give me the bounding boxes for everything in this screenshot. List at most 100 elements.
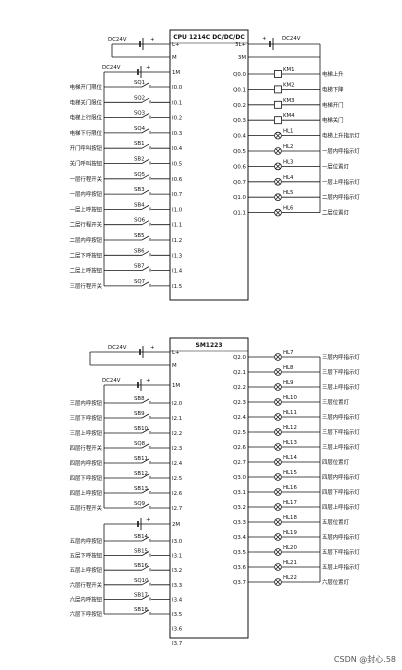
sm-g2-switch-1-blade bbox=[141, 551, 150, 556]
sm-g1-input-label: 五层行程开关 bbox=[70, 504, 103, 512]
sm-input1-voltage: DC24V bbox=[102, 378, 121, 384]
sm-terminal-2m: 2M bbox=[172, 522, 180, 528]
cpu-switch-4-blade bbox=[141, 143, 150, 149]
sm-g1-switch-3-blade bbox=[141, 443, 150, 449]
sm-top-voltage-label: DC24V bbox=[108, 345, 127, 351]
sm-g1-switch-5-blade bbox=[141, 473, 150, 479]
sm-g2-input-addr: I3.1 bbox=[172, 554, 182, 560]
cpu-output-device: HL4 bbox=[283, 175, 294, 181]
sm-g1-input-label: 四层内呼按钮 bbox=[70, 459, 103, 467]
sm-output-addr: Q2.3 bbox=[233, 400, 246, 406]
sm-g2-input-device: SB15 bbox=[134, 549, 148, 555]
cpu-output-addr: Q0.1 bbox=[233, 87, 246, 93]
sm-g2-input-label: 五层内呼按钮 bbox=[70, 537, 103, 545]
sm-top-terminal-lplus: L+ bbox=[172, 350, 180, 356]
sm-lamp-12-x2 bbox=[275, 534, 281, 540]
cpu-switch-7-blade bbox=[141, 189, 150, 195]
sm-lamp-15-x2 bbox=[275, 579, 281, 585]
sm-lamp-8 bbox=[274, 473, 282, 481]
cpu-output-device: KM1 bbox=[283, 67, 295, 73]
sm-output-device: HL19 bbox=[283, 530, 297, 536]
cpu-output-addr: Q0.5 bbox=[233, 149, 246, 155]
sm-lamp-6 bbox=[274, 443, 282, 451]
cpu-input-device: SQ5 bbox=[134, 172, 145, 178]
cpu-title: CPU 1214C DC/DC/DC bbox=[173, 34, 245, 41]
sm-output-label: 五层上呼指示灯 bbox=[322, 563, 360, 571]
cpu-output-device: HL6 bbox=[283, 206, 294, 212]
cpu-output-device: HL2 bbox=[283, 144, 294, 150]
cpu-switch-11-blade bbox=[141, 250, 150, 256]
sm-g1-input-device: SQ8 bbox=[134, 441, 146, 447]
sm-lamp-4-x2 bbox=[275, 414, 281, 420]
cpu-output-label: 一层位置灯 bbox=[322, 162, 350, 170]
sm-lamp-3-x2 bbox=[275, 399, 281, 405]
cpu-input-device: SQ7 bbox=[134, 279, 145, 285]
cpu-output-label: 电梯关门 bbox=[322, 116, 344, 124]
sm-g1-input-addr: I2.0 bbox=[172, 401, 183, 407]
sm-g1-switch-0-blade bbox=[141, 398, 150, 404]
cpu-input-addr: I1.3 bbox=[172, 253, 182, 259]
cpu-input-label: 电梯上行限位 bbox=[70, 114, 103, 122]
sm-output-device: HL22 bbox=[283, 575, 297, 581]
sm-g1-input-label: 三层下呼按钮 bbox=[70, 414, 103, 422]
cpu-input-device: SB4 bbox=[134, 202, 145, 208]
sm-lamp-11-x2 bbox=[275, 519, 281, 525]
sm-top-plus-sign: + bbox=[150, 345, 155, 351]
sm-output-addr: Q2.4 bbox=[233, 415, 246, 421]
sm-output-addr: Q3.5 bbox=[233, 550, 246, 556]
sm-g2-switch-5-blade bbox=[141, 609, 150, 615]
cpu-lamp-6-x2 bbox=[275, 163, 281, 170]
sm-g2-input-addr: I3.2 bbox=[172, 568, 182, 574]
cpu-top-terminal-lplus: L+ bbox=[172, 42, 180, 48]
cpu-output-label: 一层上呼指示灯 bbox=[322, 178, 360, 186]
sm-output-device: HL11 bbox=[283, 410, 297, 416]
cpu-input-device: SQ1 bbox=[134, 80, 145, 86]
cpu-input-label: 二层内呼按钮 bbox=[70, 236, 103, 244]
cpu-switch-9-blade bbox=[141, 220, 150, 226]
sm-output-addr: Q2.2 bbox=[233, 385, 246, 391]
cpu-lamp-8 bbox=[274, 193, 282, 202]
cpu-right-voltage: DC24V bbox=[282, 36, 301, 42]
cpu-input-addr: I1.5 bbox=[172, 284, 182, 290]
cpu-terminal-3lplus: 3L+ bbox=[235, 42, 246, 48]
sm-g2-input-label: 五层上呼按钮 bbox=[70, 566, 103, 574]
cpu-output-addr: Q0.7 bbox=[233, 180, 246, 186]
sm-g2-input-device: SQ10 bbox=[134, 578, 149, 584]
cpu-lamp-9-x2 bbox=[275, 209, 281, 216]
cpu-coil-0 bbox=[274, 70, 282, 78]
cpu-output-addr: Q0.0 bbox=[233, 72, 246, 78]
cpu-lamp-5 bbox=[274, 147, 282, 155]
cpu-input-label: 电梯开门限位 bbox=[70, 83, 103, 91]
cpu-input-label: 电梯下行限位 bbox=[70, 129, 103, 137]
sm-g1-switch-4-blade bbox=[141, 458, 150, 464]
cpu-input-label: 一层行程开关 bbox=[70, 175, 103, 183]
sm-lamp-9-x2 bbox=[275, 489, 281, 495]
cpu-input-addr: I0.2 bbox=[172, 116, 182, 122]
cpu-output-device: KM4 bbox=[283, 113, 295, 119]
cpu-switch-6-blade bbox=[141, 174, 150, 180]
cpu-input-device: SB5 bbox=[134, 233, 145, 239]
sm-output-device: HL16 bbox=[283, 485, 297, 491]
cpu-terminal-3m: 3M bbox=[238, 55, 246, 61]
sm-g2-input-label: 六层下呼按钮 bbox=[70, 610, 103, 618]
sm-output-label: 三层内呼指示灯 bbox=[322, 413, 360, 421]
cpu-right-plus: + bbox=[262, 36, 267, 42]
sm-output-device: HL10 bbox=[283, 395, 297, 401]
watermark-text: CSDN @封心.58 bbox=[334, 654, 396, 664]
sm-output-label: 四层位置灯 bbox=[322, 458, 350, 466]
sm-top-terminal-m: M bbox=[172, 363, 177, 369]
sm-g1-input-device: SB13 bbox=[134, 486, 148, 492]
sm-g1-input-device: SB9 bbox=[134, 411, 145, 417]
sm-g1-input-label: 四层上呼按钮 bbox=[70, 489, 103, 497]
sm-output-device: HL15 bbox=[283, 470, 297, 476]
cpu-coil-1 bbox=[274, 85, 282, 94]
cpu-input-addr: I1.1 bbox=[172, 223, 182, 229]
sm-output-label: 六层位置灯 bbox=[322, 578, 350, 586]
sm-g1-input-addr: I2.7 bbox=[172, 506, 182, 512]
sm-g1-input-device: SB12 bbox=[134, 471, 148, 477]
sm-output-device: HL12 bbox=[283, 425, 297, 431]
sm-output-addr: Q3.3 bbox=[233, 520, 246, 526]
sm-output-label: 四层下呼指示灯 bbox=[322, 488, 360, 496]
sm-g1-input-addr: I2.6 bbox=[172, 491, 183, 497]
